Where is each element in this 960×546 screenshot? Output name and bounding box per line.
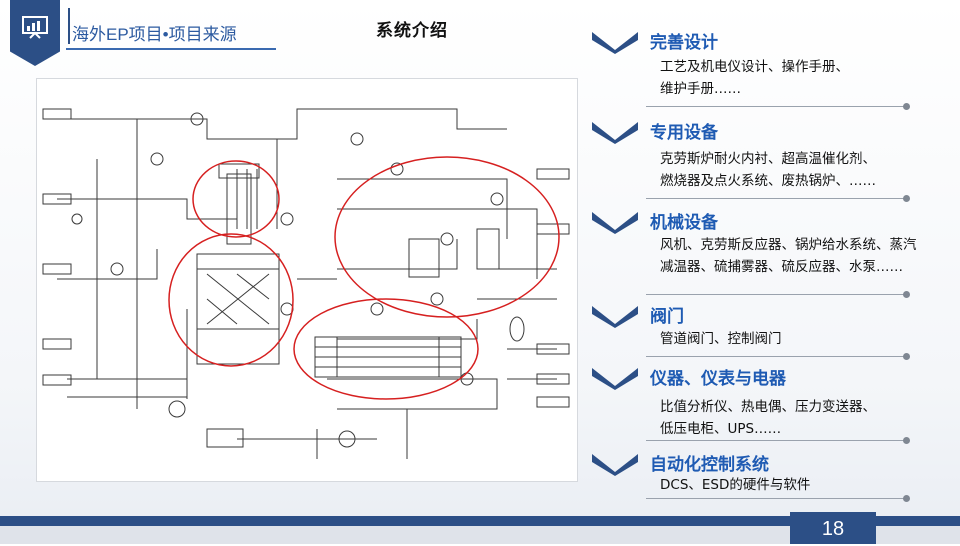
footer-bar [0,516,960,526]
section-desc-mechanical-2: 减温器、硫捕雾器、硫反应器、水泵…… [660,259,903,275]
chevron-down-icon [592,454,638,476]
page-title: 海外EP项目•项目来源 [72,25,237,44]
header-accent [68,8,70,44]
section-title-instruments: 仪器、仪表与电器 [650,369,786,388]
footer-band [0,526,960,544]
section-desc-design-2: 维护手册…… [660,81,741,97]
section-title-special-equipment: 专用设备 [650,123,718,142]
section-divider [646,495,910,502]
section-desc-mechanical-1: 风机、克劳斯反应器、锅炉给水系统、蒸汽 [660,237,917,253]
chevron-down-icon [592,212,638,234]
section-divider [646,437,910,444]
slide-caption: 系统介绍 [376,21,448,41]
section-desc-instruments-1: 比值分析仪、热电偶、压力变送器、 [660,399,876,415]
highlight-circles [168,156,560,400]
section-divider [646,195,910,202]
chevron-down-icon [592,306,638,328]
section-desc-valves-1: 管道阀门、控制阀门 [660,331,782,347]
chevron-down-icon [592,122,638,144]
section-divider [646,353,910,360]
page-number: 18 [790,512,876,544]
section-desc-instruments-2: 低压电柜、UPS…… [660,421,782,437]
section-desc-automation-1: DCS、ESD的硬件与软件 [660,477,811,493]
section-title-automation: 自动化控制系统 [650,455,769,474]
chevron-down-icon [592,32,638,54]
section-divider [646,291,910,298]
chevron-down-icon [592,368,638,390]
section-desc-special-2: 燃烧器及点火系统、废热锅炉、…… [660,173,876,189]
header-divider [66,48,276,50]
pid-drawing [42,108,570,459]
section-title-valves: 阀门 [650,307,684,326]
logo-icon [10,0,60,66]
section-divider [646,103,910,110]
section-title-mechanical: 机械设备 [650,213,718,232]
section-desc-special-1: 克劳斯炉耐火内衬、超高温催化剂、 [660,151,876,167]
process-flow-diagram [36,78,578,482]
section-desc-design-1: 工艺及机电仪设计、操作手册、 [660,59,849,75]
section-title-design: 完善设计 [650,33,718,52]
